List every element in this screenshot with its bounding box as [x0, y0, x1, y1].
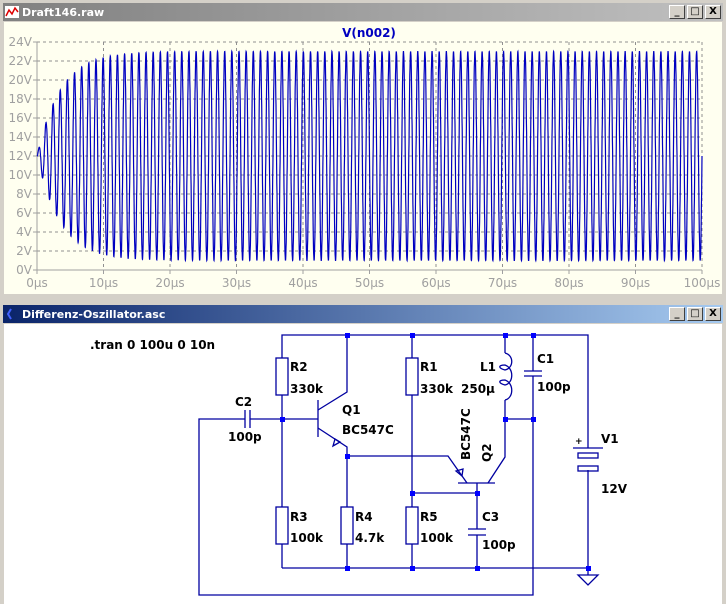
resistor-r2[interactable]: [275, 357, 289, 396]
close-button[interactable]: X: [705, 5, 721, 19]
label-l1: L1: [480, 360, 496, 374]
label-c3: C3: [482, 510, 499, 524]
y-tick-label: 14V: [9, 130, 33, 144]
close-button[interactable]: X: [705, 307, 721, 321]
maximize-button[interactable]: □: [687, 5, 703, 19]
value-r5: 100k: [420, 531, 454, 545]
maximize-button[interactable]: □: [687, 307, 703, 321]
capacitor-c2[interactable]: [244, 410, 251, 428]
y-tick-label: 18V: [9, 92, 33, 106]
waveform-plot[interactable]: V(n002) 0µs 10µs 20µs 30µs 40µs 50µs 60µs 70µs 8…: [4, 22, 722, 294]
y-tick-label: 0V: [16, 263, 33, 277]
plot-window-title: Draft146.raw: [22, 5, 105, 19]
y-tick-label: 2V: [16, 244, 33, 258]
y-tick-label: 10V: [9, 168, 33, 182]
x-tick-label: 80µs: [554, 276, 583, 290]
x-tick-label: 50µs: [355, 276, 384, 290]
label-c1: C1: [537, 352, 554, 366]
resistor-r3[interactable]: [275, 506, 289, 545]
x-tick-label: 60µs: [421, 276, 450, 290]
value-q2: BC547C: [459, 408, 473, 460]
transistor-q1[interactable]: [317, 400, 342, 448]
label-r5: R5: [420, 510, 438, 524]
value-v1: 12V: [601, 482, 628, 496]
x-tick-label: 0µs: [26, 276, 48, 290]
inductor-l1[interactable]: [499, 352, 513, 401]
label-q2: Q2: [480, 443, 494, 462]
x-tick-label: 10µs: [89, 276, 118, 290]
label-c2: C2: [235, 395, 252, 409]
transistor-q2[interactable]: [454, 468, 495, 484]
value-r4: 4.7k: [355, 531, 385, 545]
label-v1: V1: [601, 432, 619, 446]
plot-window: Draft146.raw _ □ X V(n002) 0µs 10µs 20µs 30…: [0, 0, 726, 300]
x-tick-label: 100µs: [684, 276, 721, 290]
schematic-icon: [6, 308, 12, 320]
plot-window-titlebar[interactable]: Draft146.raw _ □ X: [3, 3, 723, 21]
capacitor-c3[interactable]: [468, 528, 486, 536]
label-r1: R1: [420, 360, 438, 374]
y-tick-label: 16V: [9, 111, 33, 125]
spice-directive[interactable]: .tran 0 100u 0 10n: [90, 338, 215, 352]
y-tick-label: 4V: [16, 225, 33, 239]
value-r2: 330k: [290, 382, 324, 396]
minimize-button[interactable]: _: [669, 5, 685, 19]
y-tick-label: 6V: [16, 206, 33, 220]
battery-plus-sign: +: [575, 437, 583, 447]
schematic-window-title: Differenz-Oszillator.asc: [22, 307, 166, 321]
x-tick-label: 90µs: [621, 276, 650, 290]
resistor-r1[interactable]: [405, 357, 419, 396]
trace-v-n002: [36, 49, 703, 263]
value-l1: 250µ: [461, 382, 495, 396]
battery-v1[interactable]: [573, 447, 603, 472]
schematic-canvas[interactable]: .tran 0 100u 0 10n R2 330k R3 100k R4 4.…: [4, 324, 722, 604]
resistor-r4[interactable]: [340, 506, 354, 545]
waveform-icon: [5, 6, 19, 18]
minimize-button[interactable]: _: [669, 307, 685, 321]
y-tick-label: 20V: [9, 73, 33, 87]
value-c1: 100p: [537, 380, 571, 394]
x-tick-label: 20µs: [155, 276, 184, 290]
label-r3: R3: [290, 510, 308, 524]
ground-icon: [576, 574, 600, 586]
value-r1: 330k: [420, 382, 454, 396]
value-q1: BC547C: [342, 423, 394, 437]
value-r3: 100k: [290, 531, 324, 545]
y-tick-label: 22V: [9, 54, 33, 68]
wires: [198, 334, 589, 596]
resistor-r5[interactable]: [405, 506, 419, 545]
y-tick-label: 24V: [9, 35, 33, 49]
value-c3: 100p: [482, 538, 516, 552]
schematic-window-titlebar[interactable]: Differenz-Oszillator.asc _ □ X: [3, 305, 723, 323]
schematic-window: Differenz-Oszillator.asc _ □ X: [0, 302, 726, 604]
label-q1: Q1: [342, 403, 361, 417]
junction-dots: [280, 333, 591, 571]
plot-title: V(n002): [342, 26, 396, 40]
y-tick-label: 12V: [9, 149, 33, 163]
x-tick-label: 70µs: [488, 276, 517, 290]
value-c2: 100p: [228, 430, 262, 444]
capacitor-c1[interactable]: [524, 370, 542, 377]
y-tick-label: 8V: [16, 187, 33, 201]
label-r2: R2: [290, 360, 308, 374]
label-r4: R4: [355, 510, 373, 524]
x-tick-label: 40µs: [288, 276, 317, 290]
x-tick-label: 30µs: [222, 276, 251, 290]
